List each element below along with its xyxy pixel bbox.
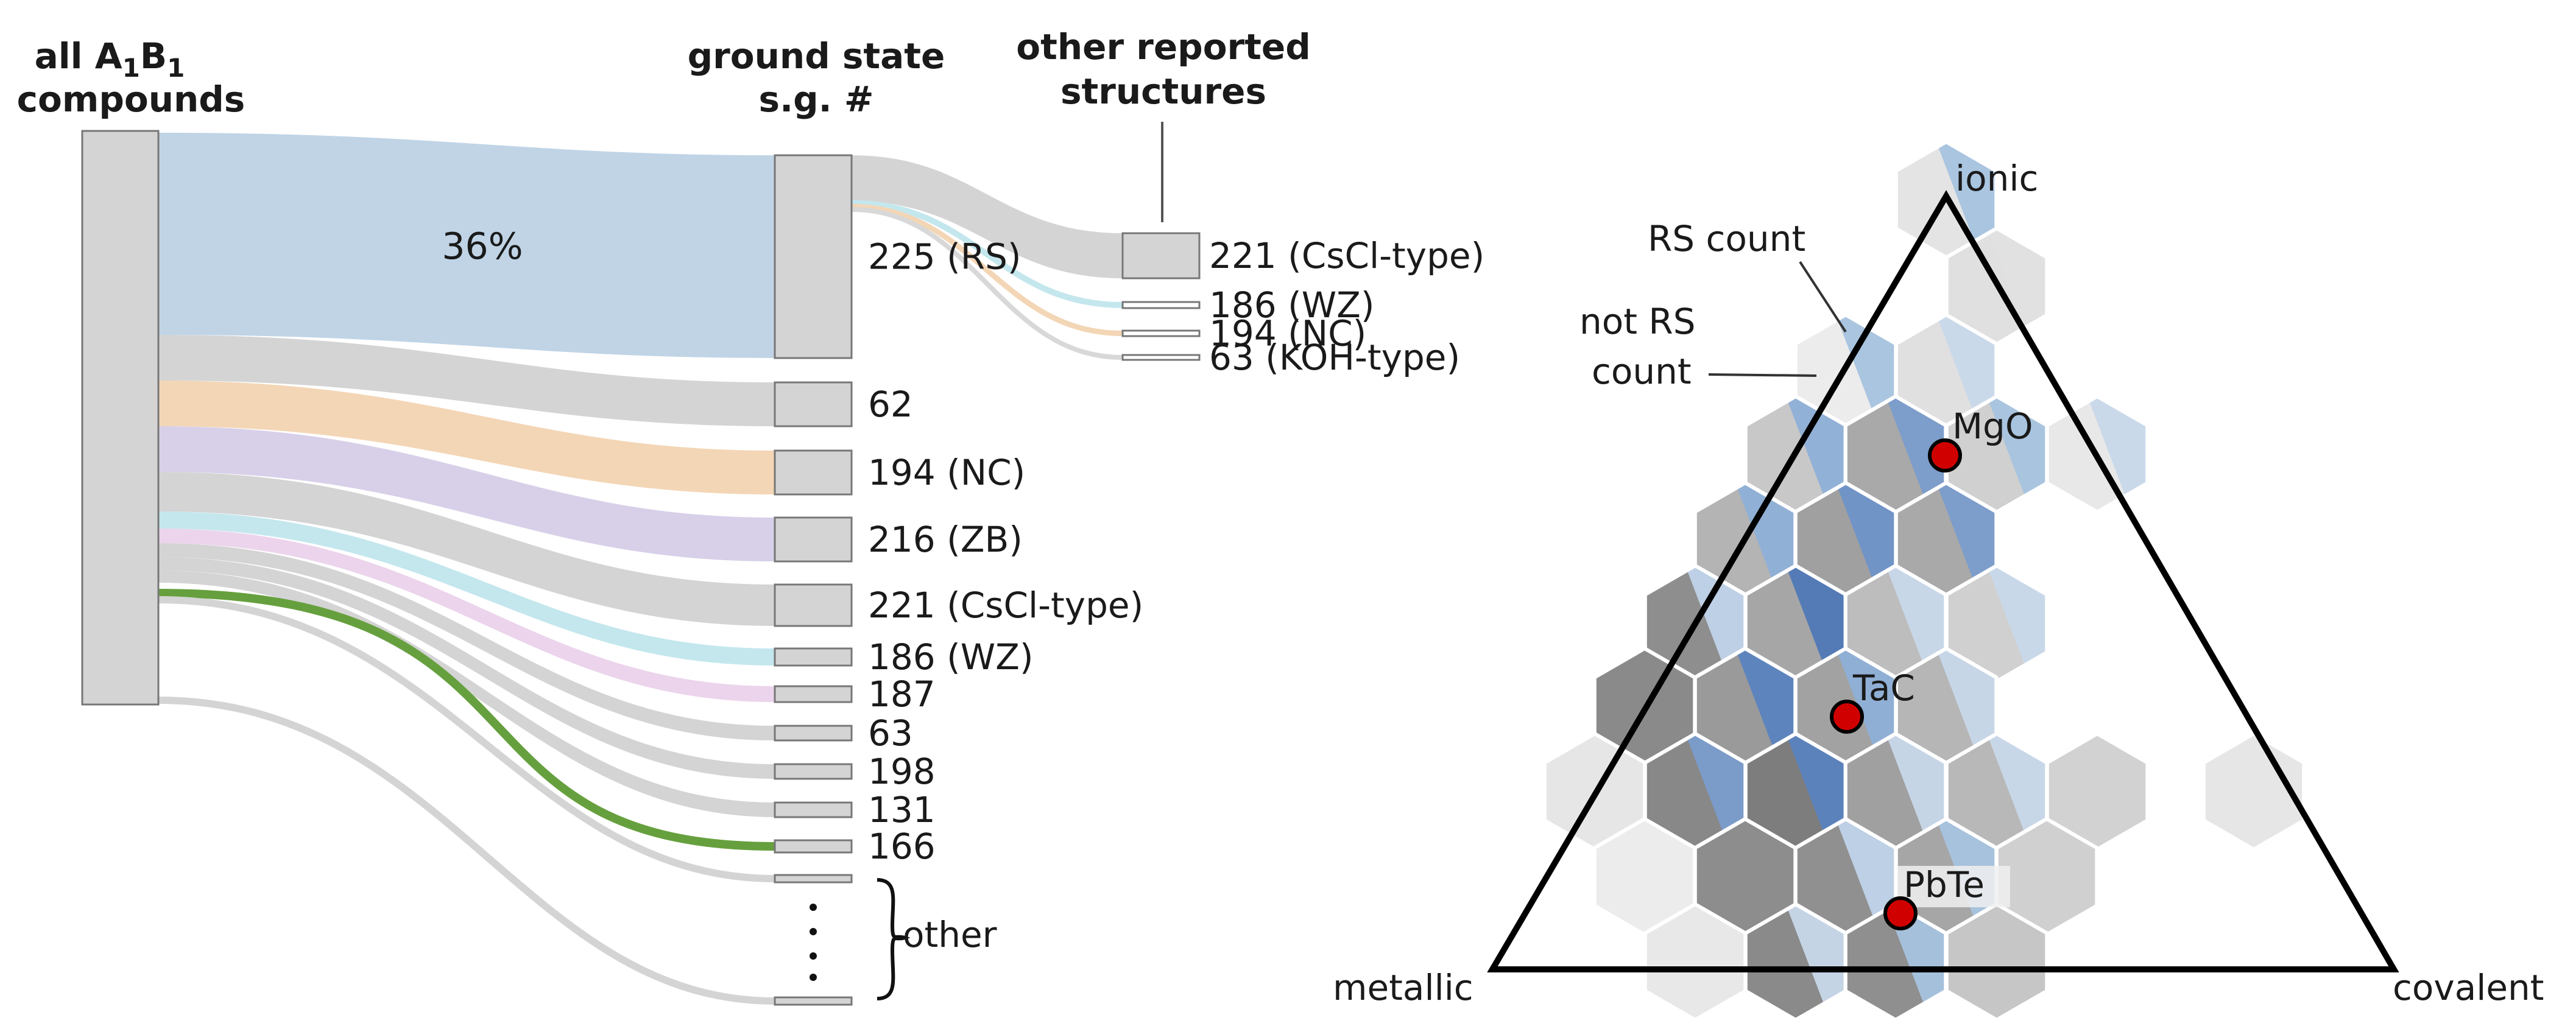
ground-state-label-0: 225 (RS) xyxy=(868,236,1022,278)
alt-label-0: 221 (CsCl-type) xyxy=(1209,235,1484,276)
compound-marker xyxy=(1883,896,1918,930)
alt-label-1: 186 (WZ) xyxy=(1209,284,1374,326)
sankey-ribbons xyxy=(158,133,775,1005)
ground-state-label-3: 216 (ZB) xyxy=(868,519,1023,560)
ribbon-10 xyxy=(158,589,775,851)
alt-ribbon-0 xyxy=(852,155,1123,278)
hex-cell xyxy=(2045,394,2150,515)
ground-state-label-4: 221 (CsCl-type) xyxy=(868,585,1143,626)
header-all-compounds-line2: compounds xyxy=(17,79,245,120)
ground-state-label-9: 131 xyxy=(868,789,936,831)
ground-state-node-0 xyxy=(774,154,853,359)
ground-state-label-7: 63 xyxy=(868,712,913,754)
alt-node-0 xyxy=(1121,232,1201,279)
ternary-plot: ionic metallic covalent RS count not RS … xyxy=(1333,139,2544,1022)
other-label: other xyxy=(903,914,997,955)
ellipsis-dots xyxy=(810,904,817,981)
alt-ribbon-3 xyxy=(851,207,1123,360)
vertex-label-metallic: metallic xyxy=(1333,967,1473,1008)
ground-state-node-8 xyxy=(774,763,853,780)
rs-alternative-nodes: 221 (CsCl-type) 186 (WZ)194 (NC)63 (KOH-t… xyxy=(1121,232,1484,378)
ground-state-label-6: 187 xyxy=(868,673,936,715)
ribbon-6 xyxy=(158,529,775,702)
compound-label-bg xyxy=(1897,866,2010,907)
ribbon-other-top xyxy=(158,596,775,882)
legend-not-rs-count: not RS xyxy=(1579,301,1696,342)
alt-label-2: 194 (NC) xyxy=(1209,313,1366,354)
alt-ribbon-1 xyxy=(851,200,1123,308)
other-node-bottom xyxy=(774,996,853,1006)
rs-alternative-ribbons xyxy=(851,155,1123,360)
sankey-diagram: all A1B1 compounds ground state s.g. # o… xyxy=(17,26,1484,1006)
header-other-structures-line2: structures xyxy=(1060,71,1266,112)
ground-state-node-3 xyxy=(774,516,853,563)
vertex-label-ionic: ionic xyxy=(1955,158,2038,199)
ground-state-node-5 xyxy=(774,647,853,667)
alt-ribbon-2 xyxy=(851,204,1123,336)
other-node-top xyxy=(774,874,853,884)
vertex-label-covalent: covalent xyxy=(2393,967,2544,1008)
ground-state-label-1: 62 xyxy=(868,384,913,425)
ground-state-label-10: 166 xyxy=(868,826,936,867)
legend-rs-count: RS count xyxy=(1648,218,1805,259)
hexagon-grid xyxy=(1542,139,2306,1022)
ribbon-other-bottom xyxy=(158,697,775,1005)
header-ground-state: ground state xyxy=(688,35,945,77)
rs-percent-label: 36% xyxy=(442,225,523,268)
compound-label: PbTe xyxy=(1904,864,1985,905)
ground-state-label-2: 194 (NC) xyxy=(868,452,1025,493)
ground-state-node-7 xyxy=(774,725,853,742)
ground-state-node-2 xyxy=(774,449,853,496)
ground-state-node-1 xyxy=(774,381,853,427)
ribbon-4 xyxy=(158,472,775,626)
compound-markers: MgO TaC PbTe xyxy=(1830,406,2033,930)
alt-node-1 xyxy=(1121,301,1201,309)
ground-state-label-8: 198 xyxy=(868,751,936,792)
legend-rs-count-leader xyxy=(1799,261,1847,333)
compound-label: TaC xyxy=(1852,667,1915,709)
compound-marker xyxy=(1928,438,1962,473)
alt-label-3: 63 (KOH-type) xyxy=(1209,337,1460,378)
legend-not-rs-count-leader xyxy=(1708,373,1817,377)
ribbon-2 xyxy=(158,381,775,494)
ground-state-node-9 xyxy=(774,801,853,818)
header-ground-state-line2: s.g. # xyxy=(759,79,874,120)
ribbon-3 xyxy=(158,426,775,561)
header-all-compounds: all A1B1 xyxy=(35,35,185,83)
ground-state-label-5: 186 (WZ) xyxy=(868,636,1033,678)
ground-state-node-10 xyxy=(774,839,853,854)
ribbon-5 xyxy=(158,511,775,666)
ribbon-1 xyxy=(158,335,775,426)
source-node-all-compounds xyxy=(81,130,160,706)
ground-state-node-4 xyxy=(774,583,853,627)
header-other-structures: other reported xyxy=(1016,26,1310,68)
ribbon-7 xyxy=(158,543,775,740)
alt-node-2 xyxy=(1121,329,1201,337)
ternary-triangle xyxy=(1487,190,2399,972)
compound-marker xyxy=(1830,700,1864,734)
ground-state-node-6 xyxy=(774,685,853,703)
compound-label: MgO xyxy=(1952,406,2033,447)
ground-state-nodes: 225 (RS) 62 194 (NC) 216 (ZB) 221 (CsCl-type… xyxy=(774,154,1143,867)
alt-node-3 xyxy=(1121,354,1201,361)
other-brace xyxy=(877,878,911,1000)
legend-not-rs-count-line2: count xyxy=(1592,351,1692,392)
ribbon-0 xyxy=(158,133,775,358)
